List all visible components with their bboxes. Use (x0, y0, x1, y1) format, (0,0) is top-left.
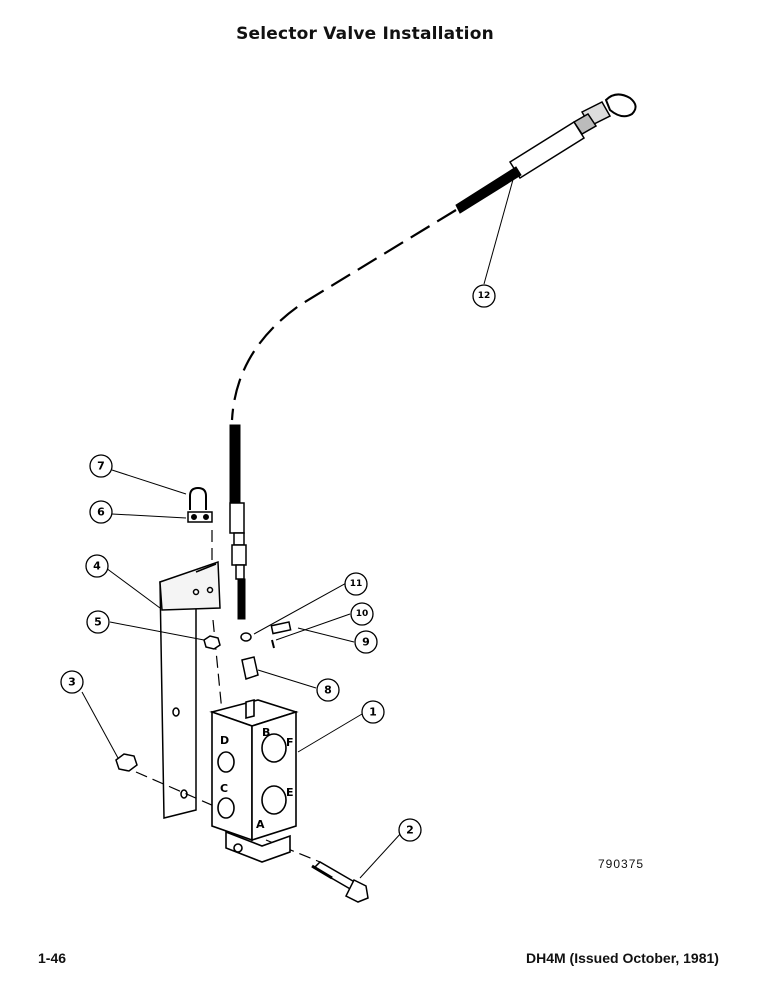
drawing-number: 790375 (598, 857, 645, 871)
cotter-pin (271, 639, 275, 649)
callout-7: 7 (97, 460, 105, 473)
lock-nut (115, 753, 138, 772)
callout-11: 11 (350, 579, 363, 589)
callout-8: 8 (324, 684, 332, 697)
page-title: Selector Valve Installation (236, 24, 494, 44)
hex-bolt (311, 861, 369, 903)
port-label: B (262, 726, 270, 739)
washer (240, 632, 252, 642)
callout-5: 5 (94, 616, 102, 629)
page-number: 1-46 (38, 950, 67, 966)
port-label: E (286, 786, 294, 799)
callout-1: 1 (369, 706, 377, 719)
callout-6: 6 (97, 506, 105, 519)
mounting-bracket (159, 560, 221, 819)
document-reference: DH4M (Issued October, 1981) (526, 950, 719, 966)
nut (203, 635, 221, 650)
callout-3: 3 (68, 676, 76, 689)
port-label: C (220, 782, 228, 795)
callout-9: 9 (362, 636, 370, 649)
control-cable (229, 93, 637, 620)
callout-2: 2 (406, 824, 414, 837)
port-label: F (286, 736, 294, 749)
clevis (241, 656, 259, 680)
callout-10: 10 (356, 609, 369, 619)
callout-12: 12 (478, 291, 491, 301)
port-label: D (220, 734, 229, 747)
selector-valve-body (209, 698, 299, 863)
clevis-pin (270, 621, 292, 635)
port-label: A (256, 818, 265, 831)
callout-4: 4 (93, 560, 101, 573)
u-clamp (187, 486, 213, 523)
